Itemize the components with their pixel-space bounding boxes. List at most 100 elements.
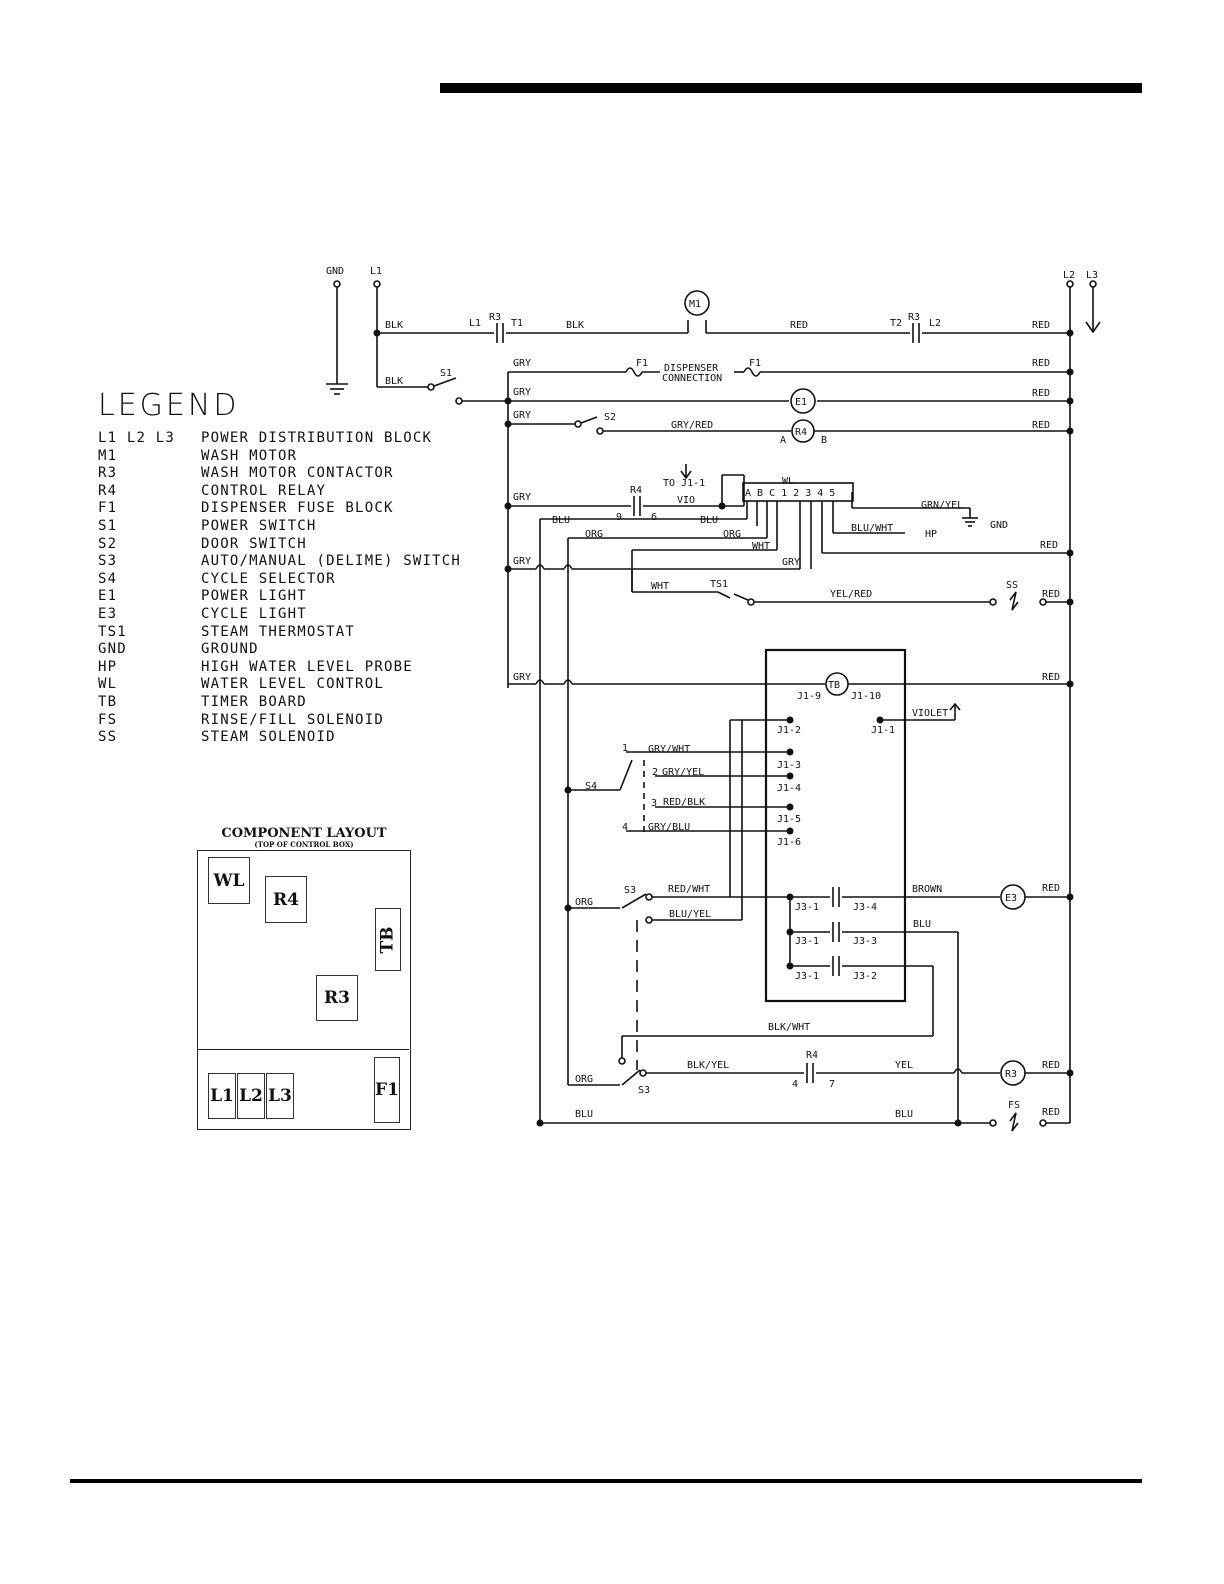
fuse-f1-left: F1	[636, 358, 648, 369]
wire-label: GRY	[513, 387, 531, 398]
l1-contact: L1	[469, 318, 481, 329]
dispenser-label-2: CONNECTION	[662, 373, 722, 384]
wire-label: RED	[1032, 388, 1050, 399]
layout-l1: L1	[208, 1073, 236, 1119]
switch-s2: S2	[604, 412, 616, 423]
timer-pin: J3-2	[853, 971, 877, 982]
wire-label: RED/BLK	[663, 797, 705, 808]
wire-label: GRY/BLU	[648, 822, 690, 833]
r4-pin-a: A	[780, 435, 786, 446]
layout-r4: R4	[265, 876, 307, 923]
wl-pins: A B C 1 2 3 4 5	[745, 488, 835, 499]
terminal-l3: L3	[1086, 270, 1098, 281]
wire-label: BLU	[700, 515, 718, 526]
terminal-l2: L2	[1063, 270, 1075, 281]
control-box-outline	[197, 850, 411, 1130]
wire-label: GRY/WHT	[648, 744, 690, 755]
wire-label: GRY/RED	[671, 420, 713, 431]
r4-contact-label: R4	[630, 485, 642, 496]
wire-label: BLK/WHT	[768, 1022, 810, 1033]
legend-title: LEGEND	[98, 388, 240, 423]
wire-label: WHT	[752, 541, 770, 552]
r4-pin-6: 6	[651, 512, 657, 523]
layout-r3: R3	[316, 975, 358, 1021]
wire-label: ORG	[575, 1074, 593, 1085]
solenoid-ss: SS	[1006, 580, 1018, 591]
wire-label: RED	[1040, 540, 1058, 551]
wire-label: WHT	[651, 581, 669, 592]
component-layout-subtitle: (TOP OF CONTROL BOX)	[254, 840, 354, 849]
timer-pin: J1-5	[777, 814, 801, 825]
wire-label: RED	[790, 320, 808, 331]
light-e1: E1	[795, 397, 807, 408]
wire-label: BLU	[895, 1109, 913, 1120]
s4-pos-1: 1	[622, 743, 628, 754]
header-rule	[440, 83, 1142, 93]
timer-pin: J3-4	[853, 902, 877, 913]
timer-pin: J3-1	[795, 936, 819, 947]
hp-label: HP	[925, 529, 937, 540]
wire-label: RED	[1042, 1107, 1060, 1118]
layout-wl: WL	[208, 857, 250, 904]
switch-s3-lower: S3	[638, 1085, 650, 1096]
gnd-label: GND	[990, 520, 1008, 531]
wire-label: RED	[1032, 320, 1050, 331]
timer-pin: J3-1	[795, 971, 819, 982]
selector-s4: S4	[585, 781, 597, 792]
contactor-r3: R3	[1005, 1069, 1017, 1080]
s4-pos-4: 4	[622, 822, 628, 833]
r3-contact-left: R3	[489, 312, 501, 323]
wire-label: GRY	[513, 492, 531, 503]
component-layout-title: COMPONENT LAYOUT	[221, 826, 387, 841]
wire-label: YEL	[895, 1060, 913, 1071]
r4-pin-4: 4	[792, 1079, 798, 1090]
wire-label: BLU	[552, 515, 570, 526]
wl-label: WL	[782, 476, 794, 487]
r4-pin-7: 7	[829, 1079, 835, 1090]
timer-pin: J3-1	[795, 902, 819, 913]
timer-board-tb: TB	[828, 680, 840, 691]
violet-label: VIOLET	[912, 708, 948, 719]
wire-label: BLK	[566, 320, 584, 331]
timer-pin: J3-3	[853, 936, 877, 947]
wire-label: VIO	[677, 495, 695, 506]
wire-label: RED	[1032, 420, 1050, 431]
terminal-l1: L1	[370, 266, 382, 277]
relay-r4-coil: R4	[795, 427, 807, 438]
wire-label: GRY	[513, 556, 531, 567]
wire-label: RED/WHT	[668, 884, 710, 895]
wire-label: BLU/YEL	[669, 909, 711, 920]
wire-label: BLK	[385, 376, 403, 387]
wire-label: BLK/YEL	[687, 1060, 729, 1071]
wire-label: RED	[1042, 672, 1060, 683]
r4-pin-9: 9	[616, 512, 622, 523]
s4-pos-2: 2	[652, 767, 658, 778]
wire-label: GRY/YEL	[662, 767, 704, 778]
fuse-f1-right: F1	[749, 358, 761, 369]
timer-pin: J1-1	[871, 725, 895, 736]
wire-label: BLU	[575, 1109, 593, 1120]
l2-contact: L2	[929, 318, 941, 329]
wire-label: ORG	[575, 897, 593, 908]
timer-pin: J1-10	[851, 691, 881, 702]
layout-l3: L3	[266, 1073, 294, 1119]
wire-label: RED	[1042, 883, 1060, 894]
footer-rule	[70, 1479, 1142, 1483]
r4-contact-label-lower: R4	[806, 1050, 818, 1061]
wire-label: ORG	[585, 529, 603, 540]
